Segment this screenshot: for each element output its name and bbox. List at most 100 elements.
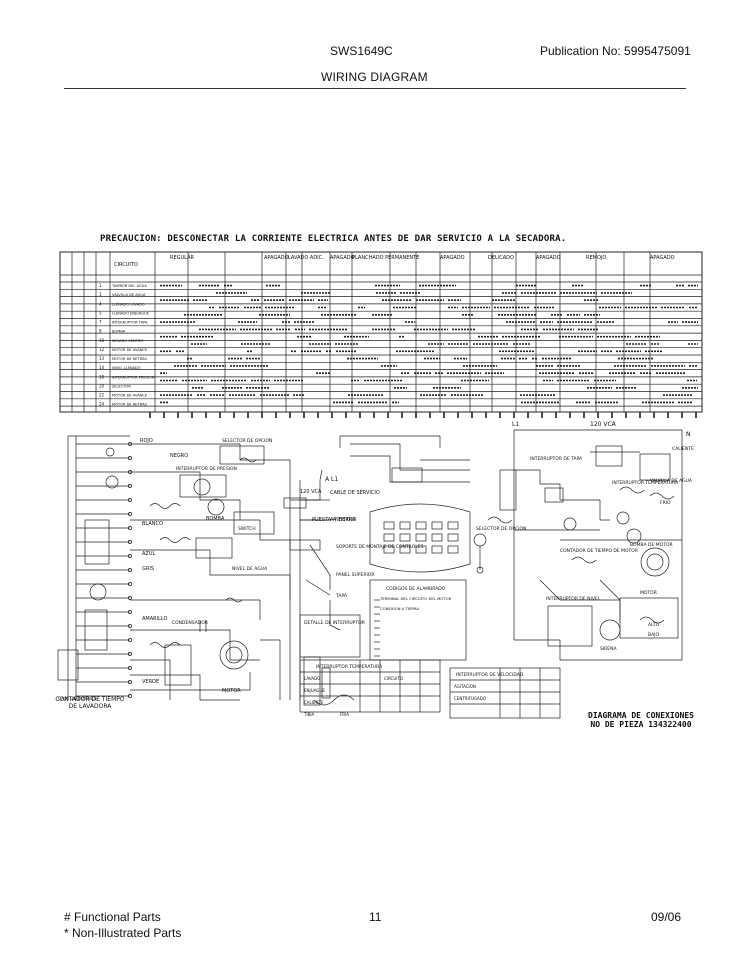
chart-row-label: BOMBA (112, 330, 126, 334)
level-switch-label: INTERRUPTOR DE NIVEL (546, 596, 601, 602)
chart-row-label: SECADO CENTRIF (112, 339, 144, 343)
chart-row-label: INTERRUPTOR PRESION (112, 375, 155, 379)
chart-row-number: 20 (99, 383, 105, 388)
wire-label-amarillo: AMARILLO (142, 616, 167, 622)
switch-label: SWITCH (238, 526, 256, 532)
timer-chart (59, 251, 703, 418)
wire-label-gris: GRIS (142, 566, 154, 572)
chart-col-circuito: CIRCUITO (114, 262, 138, 268)
option-selector-label: SELECTOR DE OPCION (222, 438, 272, 444)
header-rule (64, 88, 686, 89)
wire-label-azul: AZUL (142, 551, 156, 557)
control-bracket-label: SOPORTE DE MONTAJE DE CONTROLES (336, 544, 424, 550)
right-vac-label: 120 VCA (590, 421, 617, 428)
pressure-switch-label: INTERRUPTOR DE PRESION (176, 466, 237, 472)
wire-label-negro: NEGRO (170, 453, 188, 459)
chart-col-apagado-1: APAGADO (264, 255, 289, 261)
chart-row-number: 24 (99, 402, 105, 407)
wire-label-verde: VERDE (142, 679, 159, 685)
functional-parts-note: # Functional Parts (64, 910, 161, 924)
pump-label: BOMBA (206, 516, 225, 522)
switch-detail-label: DETALLE DE INTERRUPTOR (304, 620, 365, 626)
publication-number: Publication No: 5995475091 (540, 44, 691, 58)
chart-row-label: MOTOR DE AVANCE (112, 394, 148, 398)
temp-switch-title: INTERRUPTOR TEMPERATURA (316, 664, 383, 670)
speed-agitate-label: AGITACION (454, 684, 476, 689)
chart-row-number: 9 (99, 329, 102, 334)
chart-row-label: LLENADO LAVADO (112, 302, 145, 306)
ground-label: PUESTA A TIERRA (312, 517, 356, 523)
chart-row-label: MOTOR DE RETRAS (112, 357, 148, 361)
chart-col-apagado-2: APAGADO (330, 255, 355, 261)
non-illustrated-parts-note: * Non-Illustrated Parts (64, 926, 182, 940)
chart-row-label: VALVULA DE AGUA (112, 293, 146, 297)
chart-col-apagado-4: APAGADO (536, 255, 561, 261)
right-l1-label: L1 (512, 421, 519, 428)
wiring-codes-title: CODIGOS DE ALAMBRADO (386, 586, 446, 592)
chart-row-number: 5 (99, 310, 102, 315)
to-l1-label: A L1 (325, 476, 338, 483)
model-number: SWS1649C (330, 44, 393, 58)
chart-row-label: NIVEL LLENADO (112, 366, 141, 370)
chart-row-number: 13 (99, 356, 105, 361)
speed-switch-title: INTERRUPTOR DE VELOCIDAD (456, 672, 524, 678)
speed-spin-label: CENTRIFUGADO (454, 696, 486, 701)
motor-label: MOTOR (222, 688, 241, 694)
chart-row-number: 1 (99, 283, 102, 288)
center-schematic (290, 435, 561, 719)
right-schematic (473, 429, 683, 661)
top-panel-label: PANEL SUPERIOR (336, 572, 374, 578)
temp-hot-label: CALIENTE (304, 700, 324, 705)
wiring-code-ground: CONEXION A TIERRA (380, 606, 419, 611)
service-warning: PRECAUCION: DESCONECTAR LA CORRIENTE ELE… (100, 234, 567, 244)
left-schematic (57, 435, 321, 701)
chart-row-number: 12 (99, 347, 105, 352)
pump-motor-label: BOMBA DE MOTOR (630, 542, 673, 548)
chart-row-number: 22 (99, 393, 105, 398)
option-selector-right-label: SELECTOR DE OPCION (476, 526, 526, 532)
chart-col-apagado-5: APAGADO (650, 255, 675, 261)
lid-switch-label: INTERRUPTOR DE TAPA (530, 456, 583, 462)
chart-row-number: 14 (99, 365, 105, 370)
capacitor-label: CONDENSADOR (172, 620, 208, 626)
temp-cold-label: FRIA (340, 712, 349, 717)
cold-label: FRIO (660, 500, 671, 506)
chart-row-number: 7 (99, 320, 102, 325)
chart-col-lavado-adic: LAVADO ADIC. (288, 255, 324, 261)
hot-label: CALIENTE (672, 446, 694, 452)
chart-row-label: MOTOR DE AVANCE (112, 348, 148, 352)
high-speed-label: ALTO (648, 622, 660, 628)
right-n-label: N (686, 431, 691, 438)
chart-row-label: TAMBOR DEL AGUA (111, 284, 147, 288)
chart-row-label: SELECTOR (112, 384, 131, 388)
revision-date: 09/06 (651, 910, 682, 924)
wire-label-blanco: BLANCO (142, 521, 163, 527)
chart-col-remojo: REMOJO (586, 255, 606, 261)
buzzer-label: SIRENA (600, 646, 618, 652)
lid-label: TAPA (335, 593, 348, 599)
terminal-box-label: CAJA DE BORNES (58, 696, 97, 702)
wire-label-rojo: ROJO (140, 438, 153, 444)
page-number: 11 (369, 910, 382, 924)
diagram-caption-line2: NO DE PIEZA 134322400 (590, 720, 692, 729)
diagram-caption-line1: DIAGRAMA DE CONEXIONES (588, 711, 694, 720)
chart-col-apagado-3: APAGADO (440, 255, 465, 261)
chart-row-number: 10 (99, 338, 105, 343)
temp-switch-label: INTERRUPTOR TEMPERATURA (612, 480, 679, 486)
chart-row-number: 4 (99, 301, 102, 306)
temp-circuit-label: CIRCUITO (384, 676, 403, 681)
chart-row-label: MOTOR DE RETRAS (112, 403, 148, 407)
diagram-caption: DIAGRAMA DE CONEXIONES NO DE PIEZA 13432… (588, 711, 694, 729)
chart-col-delicado: DELICADO (488, 255, 514, 261)
motor-timer-label: CONTADOR DE TIEMPO DE MOTOR (560, 548, 638, 554)
chart-col-regular: REGULAR (170, 255, 194, 261)
low-speed-label: BAJO (648, 632, 659, 638)
page-title: WIRING DIAGRAM (321, 70, 428, 84)
chart-row-label: LLENADO ENJUAGUE (112, 311, 150, 315)
temp-warm-label: TIBIA (303, 712, 315, 717)
vac-label-center: 120 VCA (300, 489, 322, 495)
temp-wash-label: LAVADO (304, 676, 320, 681)
chart-row-label: INTERRUPTOR TAPA (112, 321, 148, 325)
